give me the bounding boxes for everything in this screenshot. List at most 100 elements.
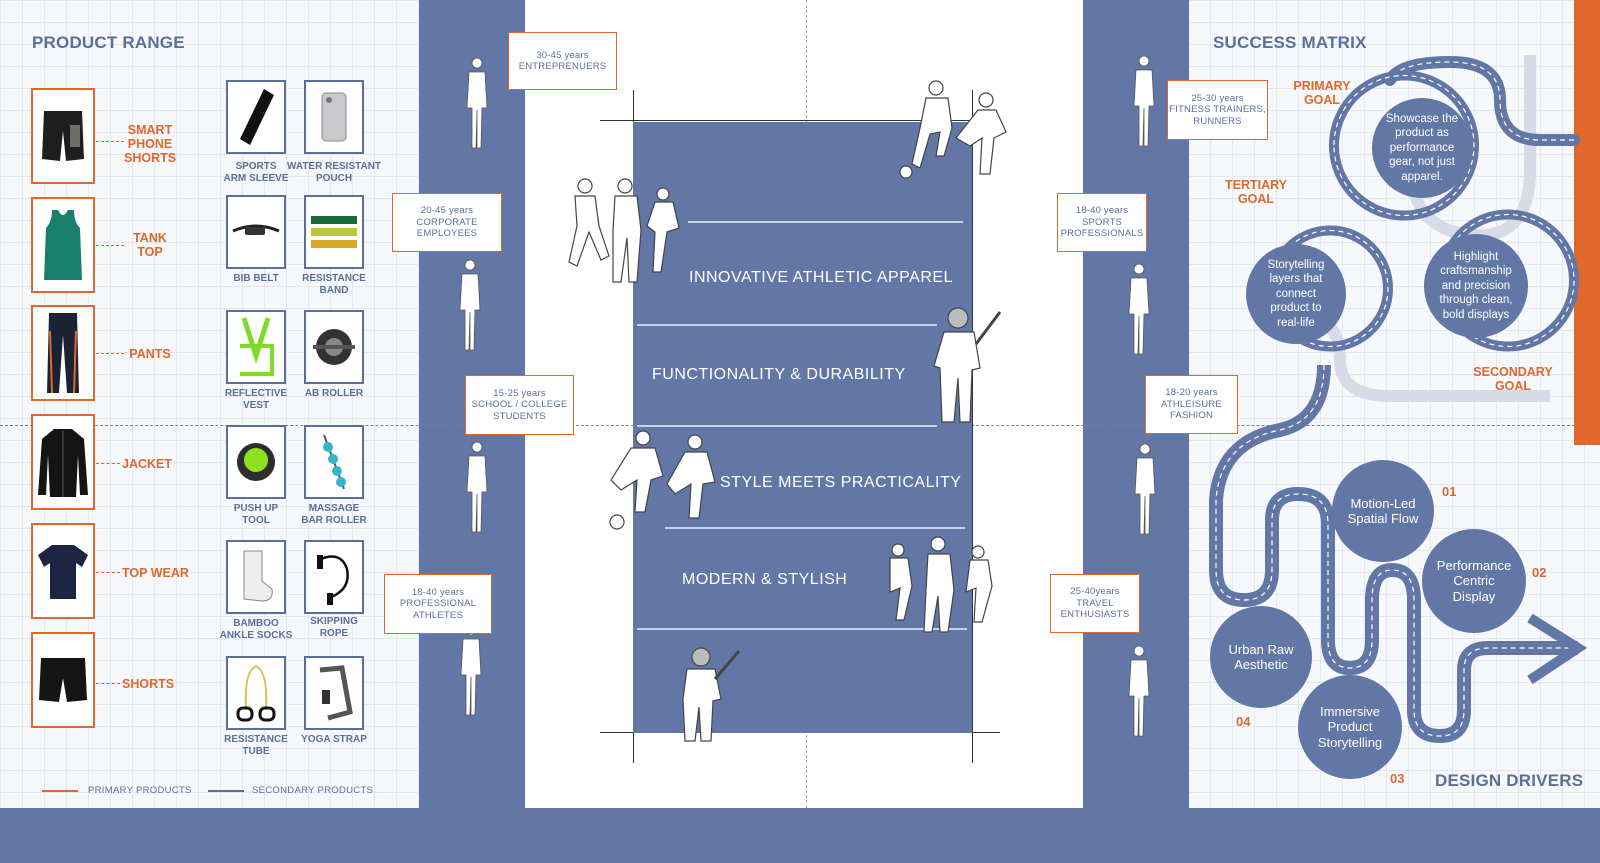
push-up-tool-icon (237, 443, 275, 481)
standing-person-icon (1134, 443, 1156, 535)
resistance-band-icon (311, 216, 357, 248)
standing-person-icon (459, 259, 481, 351)
ab-roller-icon (313, 329, 355, 365)
right-edge-accent (1574, 0, 1600, 445)
demographic-box: 18-20 years ATHLEISURE FASHION (1145, 375, 1238, 434)
secondary-product-box[interactable] (304, 656, 364, 730)
design-driver-number: 01 (1442, 484, 1457, 499)
secondary-product-label: SPORTS ARM SLEEVE (223, 161, 289, 184)
demographic-box: 25-40years TRAVEL ENTHUSIASTS (1050, 574, 1140, 633)
standing-person-icon (1133, 55, 1155, 147)
field-divider (637, 628, 967, 630)
secondary-product-label: MASSAGE BAR ROLLER (301, 503, 367, 526)
bib-belt-icon (232, 224, 280, 235)
secondary-product-box[interactable] (304, 195, 364, 269)
runners-icon (568, 178, 680, 283)
field-divider (688, 221, 963, 223)
design-driver-number: 03 (1390, 771, 1405, 786)
design-driver-number: 04 (1236, 714, 1251, 729)
football-tackle-icon (609, 430, 716, 530)
legend-primary-swatch (42, 790, 78, 792)
primary-product-box[interactable] (31, 523, 95, 619)
primary-product-box[interactable] (31, 88, 95, 184)
cricket-player-icon (682, 647, 741, 742)
secondary-product-box[interactable] (226, 540, 286, 614)
secondary-product-box[interactable] (226, 195, 286, 269)
pants-icon (47, 313, 79, 394)
primary-product-box[interactable] (31, 305, 95, 401)
secondary-product-label: RESISTANCE BAND (302, 273, 366, 296)
design-driver-circle: Performance Centric Display (1422, 529, 1526, 633)
primary-goal-label: PRIMARY GOAL (1293, 79, 1351, 107)
field-frame-right (972, 90, 973, 763)
design-driver-circle: Immersive Product Storytelling (1298, 675, 1402, 779)
yoga-strap-icon (319, 665, 353, 721)
tank-top-icon (44, 210, 82, 280)
legend-secondary-swatch (208, 790, 244, 792)
pouch-icon (321, 92, 347, 142)
top-wear-icon (38, 545, 88, 599)
primary-product-label: TOP WEAR (122, 566, 189, 580)
secondary-goal-label: SECONDARY GOAL (1473, 365, 1553, 393)
tertiary-goal-circle: Storytelling layers that connect product… (1246, 244, 1346, 344)
product-range-title: PRODUCT RANGE (32, 33, 185, 52)
standing-person-icon (460, 624, 482, 716)
field-divider (637, 425, 937, 427)
field-divider (637, 324, 937, 326)
secondary-product-label: AB ROLLER (304, 388, 364, 399)
running-track-field (633, 122, 972, 733)
design-driver-circle: Motion-Led Spatial Flow (1332, 460, 1434, 562)
secondary-product-box[interactable] (226, 310, 286, 384)
primary-product-label: TANK TOP (133, 231, 167, 259)
bottom-bar (0, 808, 1600, 863)
field-statement: MODERN & STYLISH (682, 571, 848, 588)
primary-product-box[interactable] (31, 632, 95, 728)
secondary-product-box[interactable] (226, 425, 286, 499)
secondary-product-box[interactable] (226, 656, 286, 730)
standing-person-icon (466, 57, 488, 149)
tertiary-goal-label: TERTIARY GOAL (1224, 178, 1288, 206)
phone-shorts-icon (42, 111, 84, 161)
design-drivers-title: DESIGN DRIVERS (1435, 771, 1584, 790)
massage-roller-icon (323, 434, 346, 490)
secondary-product-box[interactable] (304, 425, 364, 499)
demographic-box: 18-40 years PROFESSIONAL ATHLETES (384, 574, 492, 634)
reflective-vest-icon (240, 317, 274, 376)
standing-person-icon (466, 441, 488, 533)
demographic-box: 18-40 years SPORTS PROFESSIONALS (1057, 193, 1147, 252)
primary-product-box[interactable] (31, 197, 95, 293)
primary-product-label: SMART PHONE SHORTS (124, 123, 177, 165)
field-statement: FUNCTIONALITY & DURABILITY (652, 366, 906, 383)
primary-product-label: PANTS (129, 347, 171, 361)
success-matrix-title: SUCCESS MATRIX (1213, 33, 1367, 52)
skipping-rope-icon (317, 555, 349, 605)
design-driver-number: 02 (1532, 565, 1547, 580)
arm-sleeve-icon (240, 89, 274, 145)
sprinters-icon (889, 536, 993, 633)
secondary-product-label: YOGA STRAP (301, 734, 367, 745)
field-divider (665, 527, 965, 529)
secondary-goal-circle: Highlight craftsmanship and precision th… (1424, 234, 1528, 338)
demographic-box: 20-45 years CORPORATE EMPLOYEES (392, 193, 502, 252)
secondary-product-label: BIB BELT (233, 273, 279, 284)
primary-goal-circle: Showcase the product as performance gear… (1372, 98, 1472, 198)
cricket-batsman-icon (933, 307, 1002, 423)
primary-product-label: SHORTS (122, 677, 175, 691)
ankle-socks-icon (243, 550, 273, 602)
secondary-product-label: BAMBOO ANKLE SOCKS (219, 618, 293, 641)
secondary-product-box[interactable] (226, 80, 286, 154)
field-statement: STYLE MEETS PRACTICALITY (720, 474, 962, 491)
secondary-product-label: REFLECTIVE VEST (224, 388, 288, 411)
secondary-product-label: WATER RESISTANT POUCH (286, 161, 382, 184)
primary-product-label: JACKET (122, 457, 173, 471)
demographic-box: 25-30 years FITNESS TRAINERS, RUNNERS (1167, 80, 1268, 140)
secondary-product-box[interactable] (304, 540, 364, 614)
standing-person-icon (1128, 263, 1150, 355)
primary-product-box[interactable] (31, 414, 95, 510)
shorts-icon (39, 658, 87, 702)
secondary-product-box[interactable] (304, 80, 364, 154)
resistance-tube-icon (236, 664, 276, 722)
design-driver-circle: Urban Raw Aesthetic (1210, 606, 1312, 708)
secondary-product-box[interactable] (304, 310, 364, 384)
secondary-product-label: RESISTANCE TUBE (224, 734, 288, 757)
